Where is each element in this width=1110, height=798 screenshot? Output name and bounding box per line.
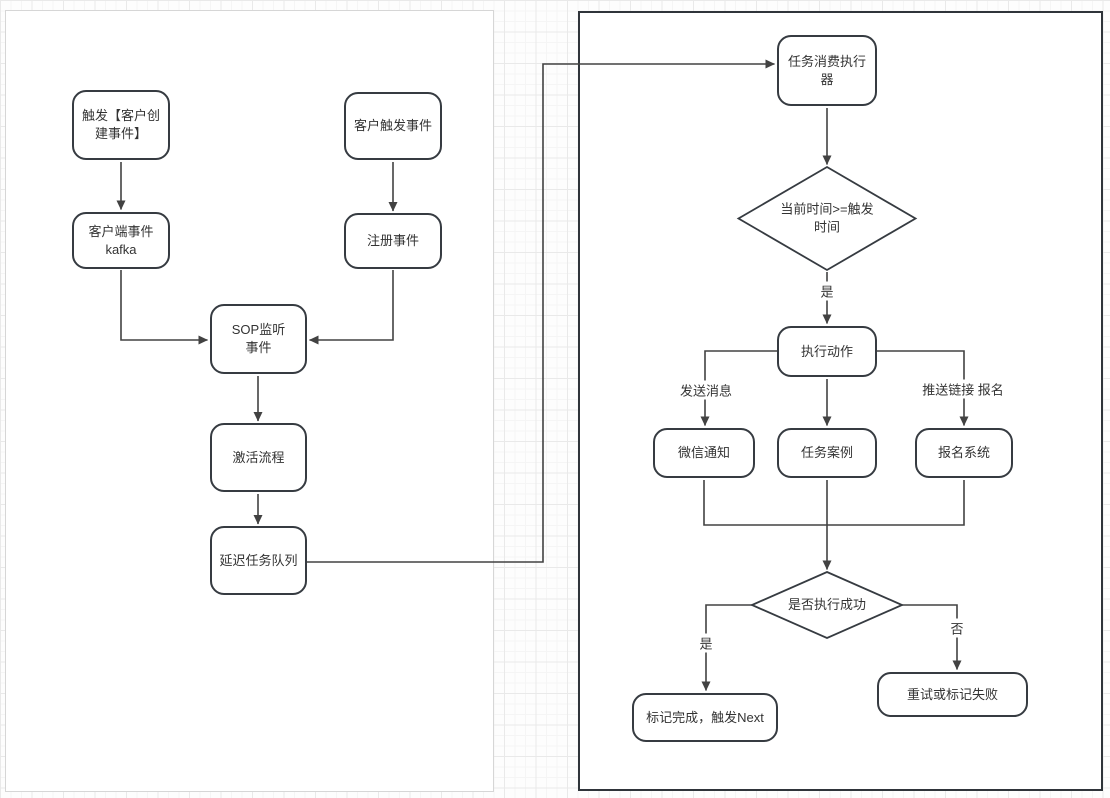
node-task-case[interactable]: 任务案例 <box>777 428 877 478</box>
edge-label-send-message[interactable]: 发送消息 <box>677 380 735 400</box>
edge-label-yes-time[interactable]: 是 <box>818 281 836 301</box>
node-signup-system[interactable]: 报名系统 <box>915 428 1013 478</box>
node-task-executor[interactable]: 任务消费执行 器 <box>777 35 877 106</box>
node-trigger-create[interactable]: 触发【客户创 建事件】 <box>72 90 170 160</box>
edge-success-no[interactable] <box>902 604 962 670</box>
edge-success-yes[interactable] <box>701 604 753 691</box>
node-label: 客户触发事件 <box>353 118 432 134</box>
node-wechat-notify[interactable]: 微信通知 <box>653 428 755 478</box>
edge-register-to-sop[interactable] <box>309 270 394 345</box>
node-label: 激活流程 <box>232 449 285 465</box>
node-label: 任务案例 <box>800 445 853 461</box>
node-label: 注册事件 <box>366 233 419 249</box>
node-mark-complete[interactable]: 标记完成，触发Next <box>632 693 778 742</box>
node-label: 触发【客户创 建事件】 <box>81 108 160 141</box>
edge-action-to-wechat[interactable] <box>700 350 777 426</box>
node-label: 客户端事件 kafka <box>88 223 154 257</box>
node-client-kafka[interactable]: 客户端事件 kafka <box>72 212 170 269</box>
edge-label-yes-success[interactable]: 是 <box>697 633 715 653</box>
right-panel-container[interactable] <box>578 11 1103 791</box>
edge-action-to-signup[interactable] <box>877 350 969 426</box>
node-activate-flow[interactable]: 激活流程 <box>210 423 307 492</box>
node-label: 执行动作 <box>800 343 853 359</box>
node-delay-queue[interactable]: 延迟任务队列 <box>210 526 307 595</box>
edge-results-collector[interactable] <box>703 480 965 526</box>
node-label: 标记完成，触发Next <box>646 709 764 725</box>
node-execute-action[interactable]: 执行动作 <box>777 326 877 377</box>
decision-time-check-shape[interactable] <box>736 165 918 272</box>
edge-kafka-to-sop[interactable] <box>120 270 208 345</box>
decision-success-check-shape[interactable] <box>749 571 905 639</box>
node-label: 延迟任务队列 <box>219 552 298 568</box>
node-register-event[interactable]: 注册事件 <box>344 213 442 269</box>
edge-delay-to-executor[interactable] <box>307 59 775 563</box>
node-customer-trigger[interactable]: 客户触发事件 <box>344 92 442 160</box>
decision-success-check-label[interactable]: 是否执行成功 <box>787 597 866 613</box>
node-label: 重试或标记失败 <box>906 686 998 702</box>
node-label: SOP监听 事件 <box>231 322 286 355</box>
edge-label-push-link-signup[interactable]: 推送链接 报名 <box>920 379 1006 399</box>
node-label: 微信通知 <box>677 445 730 461</box>
edge-label-no-success[interactable]: 否 <box>948 618 966 638</box>
node-retry-fail[interactable]: 重试或标记失败 <box>877 672 1028 717</box>
node-label: 任务消费执行 器 <box>787 53 866 87</box>
node-sop-listen[interactable]: SOP监听 事件 <box>210 304 307 374</box>
node-label: 报名系统 <box>937 445 990 461</box>
decision-time-check-label[interactable]: 当前时间>=触发 时间 <box>780 201 874 234</box>
